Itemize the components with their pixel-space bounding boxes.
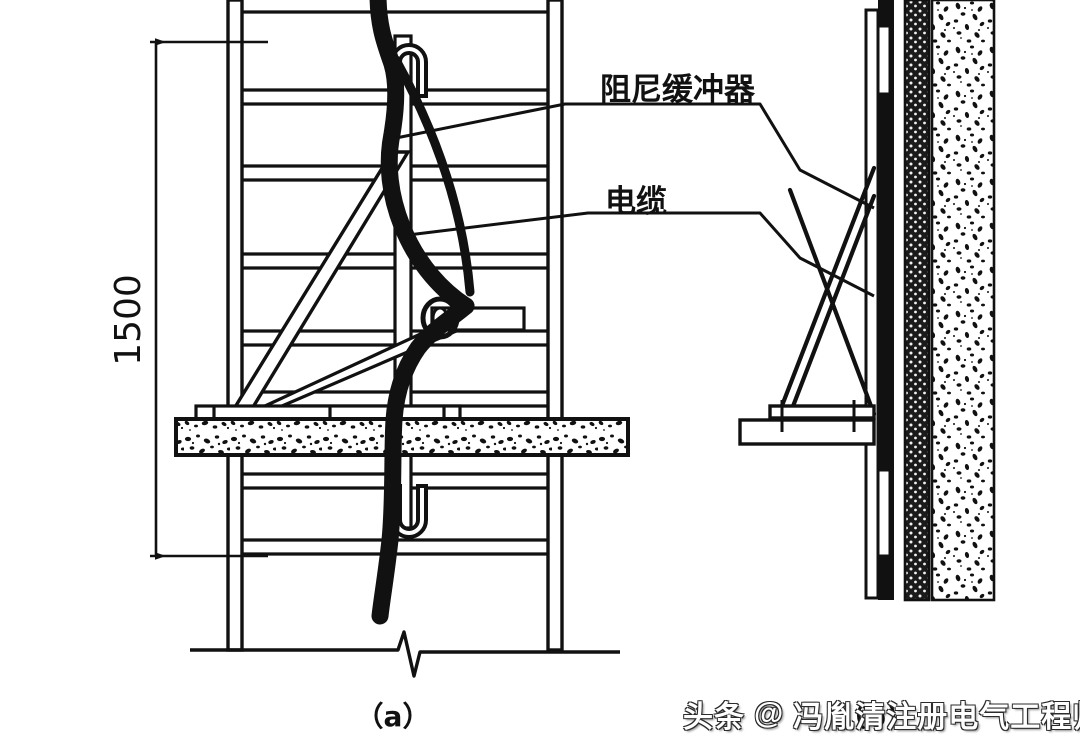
- bolt-marks: [780, 400, 856, 432]
- dimension-1500: 1500: [108, 38, 268, 560]
- bracket-diagonals: [775, 165, 877, 419]
- view-a-damper-curve: [391, 55, 475, 297]
- cable-hook-bottom: [390, 484, 428, 539]
- dimension-1500-value: 1500: [108, 274, 149, 366]
- callout-label-cable: 电缆: [605, 184, 667, 220]
- wall-insulation-layer: [903, 0, 931, 602]
- wall-concrete-layer: [930, 0, 996, 602]
- leader-damper-left: [395, 102, 630, 140]
- break-line: [190, 630, 620, 678]
- bracket-horizontal: [738, 404, 876, 446]
- view-b-side-section: [738, 0, 996, 602]
- view-b-mid-clamp: [884, 292, 894, 318]
- view-a-caption: （a）: [356, 700, 431, 733]
- ladder-rail-left: [226, 0, 244, 652]
- leader-cable-left: [399, 211, 640, 238]
- leader-cable-right: [640, 211, 875, 298]
- ladder-rail-right: [546, 0, 564, 652]
- view-a-cable: [369, 0, 475, 625]
- view-a-front-elevation: 1500: [108, 0, 630, 678]
- leader-damper-right: [630, 102, 875, 210]
- callout-leaders: [395, 102, 875, 298]
- view-b-caption: （b）: [838, 700, 914, 733]
- callout-label-damper: 阻尼缓冲器: [600, 72, 756, 108]
- view-b-channel: [864, 8, 880, 600]
- cable-hook-top: [390, 43, 428, 98]
